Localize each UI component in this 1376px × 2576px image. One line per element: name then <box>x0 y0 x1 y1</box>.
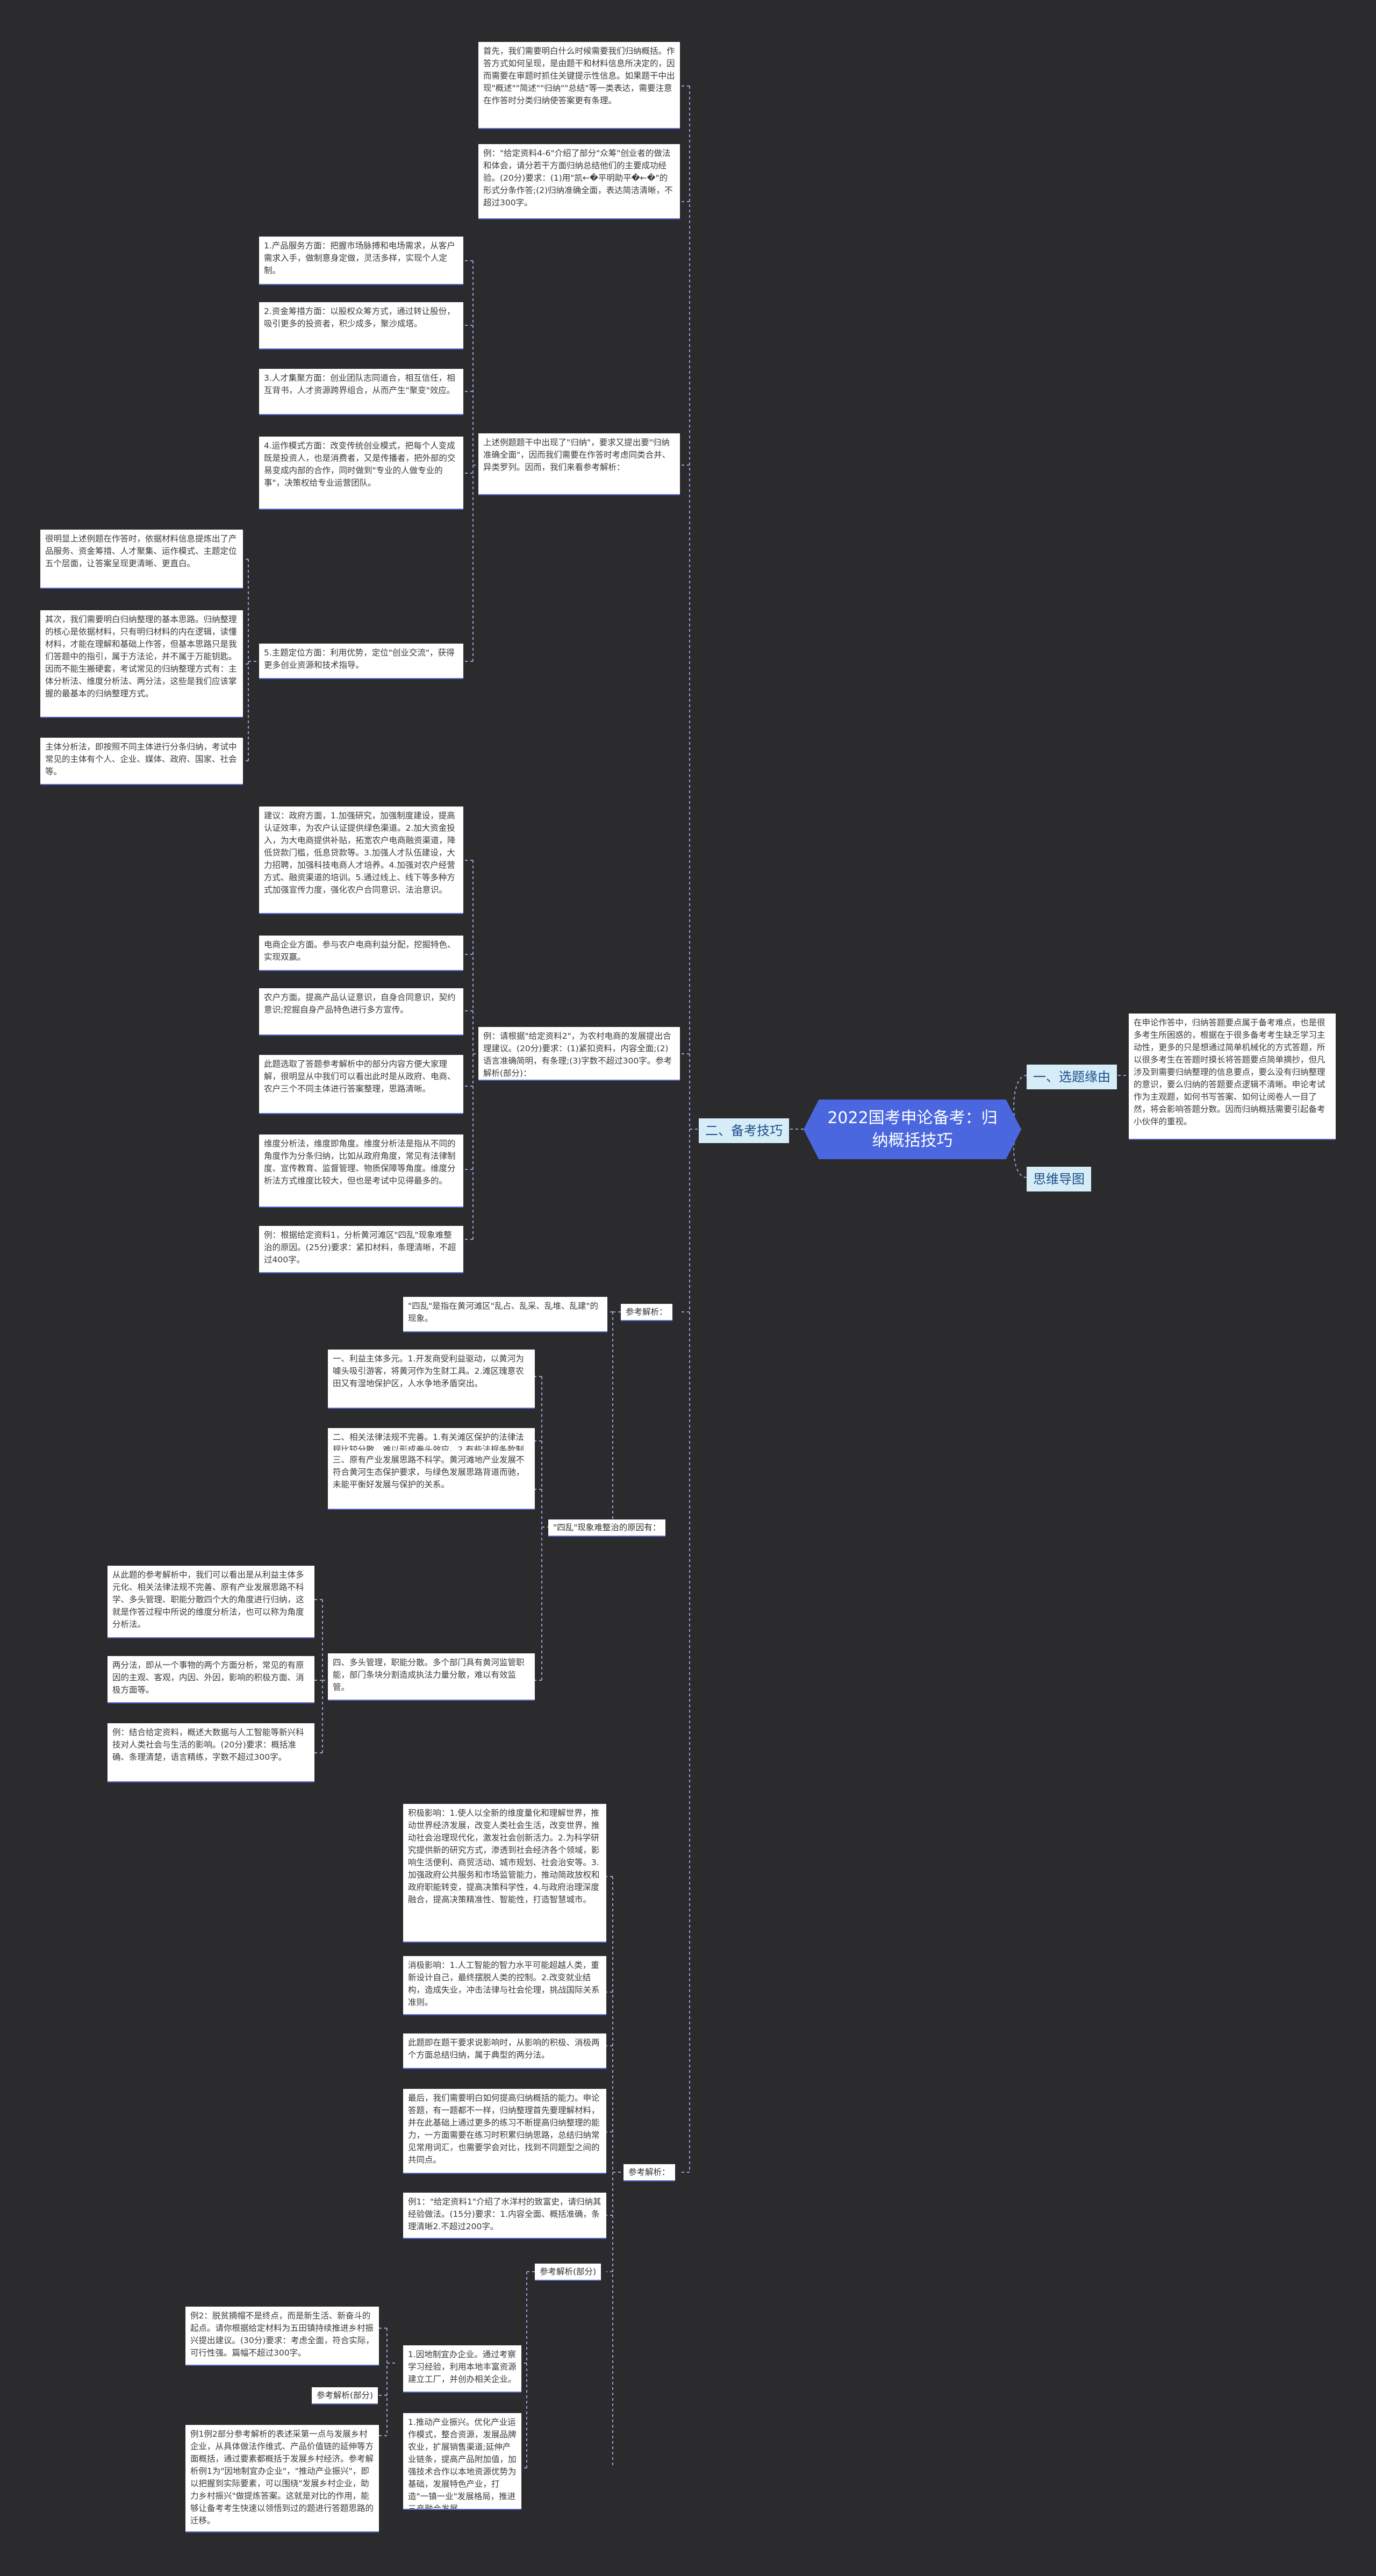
note-two-aspects-method: 两分法，即从一个事物的两个方面分析，常见的有原因的主观、客观，内因、外因，影响的… <box>108 1656 314 1703</box>
tag-reference-analysis-partial-2[interactable]: 参考解析(部分) <box>312 2387 378 2404</box>
note-improve-ability: 最后，我们需要明白如何提高归纳概括的能力。申论答题，有一题都不一样，归纳整理首先… <box>403 2089 606 2174</box>
tag-reference-analysis-partial-1[interactable]: 参考解析(部分) <box>535 2264 601 2281</box>
point-theme-positioning: 5.主题定位方面：利用优势，定位"创业交流"，获得更多创业资源和技术指导。 <box>259 644 463 679</box>
note-basic-approach: 其次，我们需要明白归纳整理的基本思路。归纳整理的核心是依据材料，只有明归材料的内… <box>40 610 243 718</box>
note-subject-example: 此题选取了答题参考解析中的部分内容方便大家理解，很明显从中我们可以看出此时是从政… <box>259 1055 463 1114</box>
impact-positive: 积极影响：1.使人以全新的维度量化和理解世界，推动世界经济发展，改变人类社会生活… <box>403 1804 606 1943</box>
note-example-crowdfunding: 例："给定资料4-6"介绍了部分"众筹"创业者的做法和体会，请分若干方面归纳总结… <box>478 144 680 219</box>
note-example-big-data: 例：结合给定资料，概述大数据与人工智能等新兴科技对人类社会与生活的影响。(20分… <box>108 1723 314 1782</box>
note-comparison: 例1例2部分参考解析的表述采第一点与发展乡村企业，从具体做法作维式、产品价值链的… <box>185 2425 379 2532</box>
note-four-chaos: "四乱"是指在黄河滩区"乱占、乱采、乱堆、乱建"的现象。 <box>403 1297 607 1332</box>
reason-interest-subjects: 一、利益主体多元。1.开发商受利益驱动，以黄河为噱头吸引游客，将黄河作为生财工具… <box>328 1350 535 1409</box>
tag-reference-analysis-1[interactable]: 参考解析： <box>621 1304 672 1321</box>
note-five-levels: 很明显上述例题在作答时，依据材料信息提炼出了产品服务、资金筹措、人才聚集、运作模… <box>40 530 243 589</box>
tag-four-chaos-reasons[interactable]: "四乱"现象难整治的原因有： <box>548 1519 666 1537</box>
answer-local-enterprise: 1.因地制宜办企业。通过考察学习经验，利用本地丰富资源建立工厂，并创办相关企业。 <box>403 2345 521 2393</box>
branch-mind-map[interactable]: 思维导图 <box>1027 1167 1091 1191</box>
note-example-ecommerce: 例：请根据"给定资料2"，为农村电商的发展提出合理建议。(20分)要求：(1)紧… <box>478 1027 680 1081</box>
note-analysis-intro: 上述例题题干中出现了"归纳"，要求又提出要"归纳准确全面"，因而我们需要在作答时… <box>478 433 680 495</box>
point-product-service: 1.产品服务方面：把握市场脉搏和电场需求，从客户需求入手，做制意身定做，灵活多样… <box>259 237 463 285</box>
note-example-yellow-river: 例：根据给定资料1，分析黄河滩区"四乱"现象难整治的原因。(25分)要求：紧扣材… <box>259 1226 463 1273</box>
reason-multi-management: 四、多头管理，职能分散。多个部门具有黄河监管职能，部门条块分割造成执法力量分散，… <box>328 1653 535 1701</box>
advice-government: 建议：政府方面，1.加强研究，加强制度建设，提高认证效率，为农户认证提供绿色渠道… <box>259 807 463 914</box>
point-talent: 3.人才集聚方面：创业团队志同道合，相互信任，相互背书，人才资源跨界组合，从而产… <box>259 369 463 415</box>
point-operation-mode: 4.运作模式方面：改变传统创业模式，把每个人变成既是投资人，也是消费者，又是传播… <box>259 437 463 510</box>
note-example-rural-revival: 例2：脱贫摘帽不是终点，而是新生活、新奋斗的起点。请你根据给定材料为五田镇持续推… <box>185 2307 379 2366</box>
note-when-summarize: 首先，我们需要明白什么时候需要我们归纳概括。作答方式如何呈现，是由题干和材料信息… <box>478 42 680 129</box>
note-two-aspects-example: 此题即在题干要求说影响时，从影响的积极、消极两个方面总结归纳，属于典型的两分法。 <box>403 2033 606 2069</box>
note-example-village: 例1："给定资料1"介绍了水洋村的致富史，请归纳其经验做法。(15分)要求：1.… <box>403 2193 606 2239</box>
reason-industry-thinking: 三、原有产业发展思路不科学。黄河滩地产业发展不符合黄河生态保护要求，与绿色发展思… <box>328 1451 535 1510</box>
point-funding: 2.资金筹措方面：以股权众筹方式，通过转让股份，吸引更多的投资者，积少成多，聚沙… <box>259 302 463 349</box>
note-subject-analysis: 主体分析法，即按照不同主体进行分条归纳，考试中常见的主体有个人、企业、媒体、政府… <box>40 738 243 785</box>
note-dimension-analysis: 维度分析法，维度即角度。维度分析法是指从不同的角度作为分条归纳，比如从政府角度，… <box>259 1134 463 1208</box>
tag-reference-analysis-2[interactable]: 参考解析： <box>624 2164 675 2181</box>
impact-negative: 消极影响：1.人工智能的智力水平可能超越人类，重新设计自己，最终摆脱人类的控制。… <box>403 1956 606 2015</box>
advice-farmers: 农户方面。提高产品认证意识，自身合同意识，契约意识;挖掘自身产品特色进行多方宣传… <box>259 988 463 1036</box>
central-topic[interactable]: 2022国考申论备考：归纳概括技巧 <box>804 1100 1021 1159</box>
answer-industry-revival: 1.推动产业振兴。优化产业运作模式，整合资源，发展品牌农业，扩展销售渠道;延伸产… <box>403 2413 521 2510</box>
branch-exam-skills[interactable]: 二、备考技巧 <box>699 1118 789 1143</box>
topic-reason-card: 在申论作答中，归纳答题要点属于备考难点，也是很多考生所困惑的，根据在于很多备考考… <box>1129 1014 1336 1140</box>
note-dimension-summary: 从此题的参考解析中，我们可以看出是从利益主体多元化、相关法律法规不完善、原有产业… <box>108 1566 314 1638</box>
branch-topic-reason[interactable]: 一、选题缘由 <box>1027 1065 1117 1089</box>
advice-ecommerce-enterprise: 电商企业方面。参与农户电商利益分配，挖掘特色、实现双赢。 <box>259 936 463 971</box>
